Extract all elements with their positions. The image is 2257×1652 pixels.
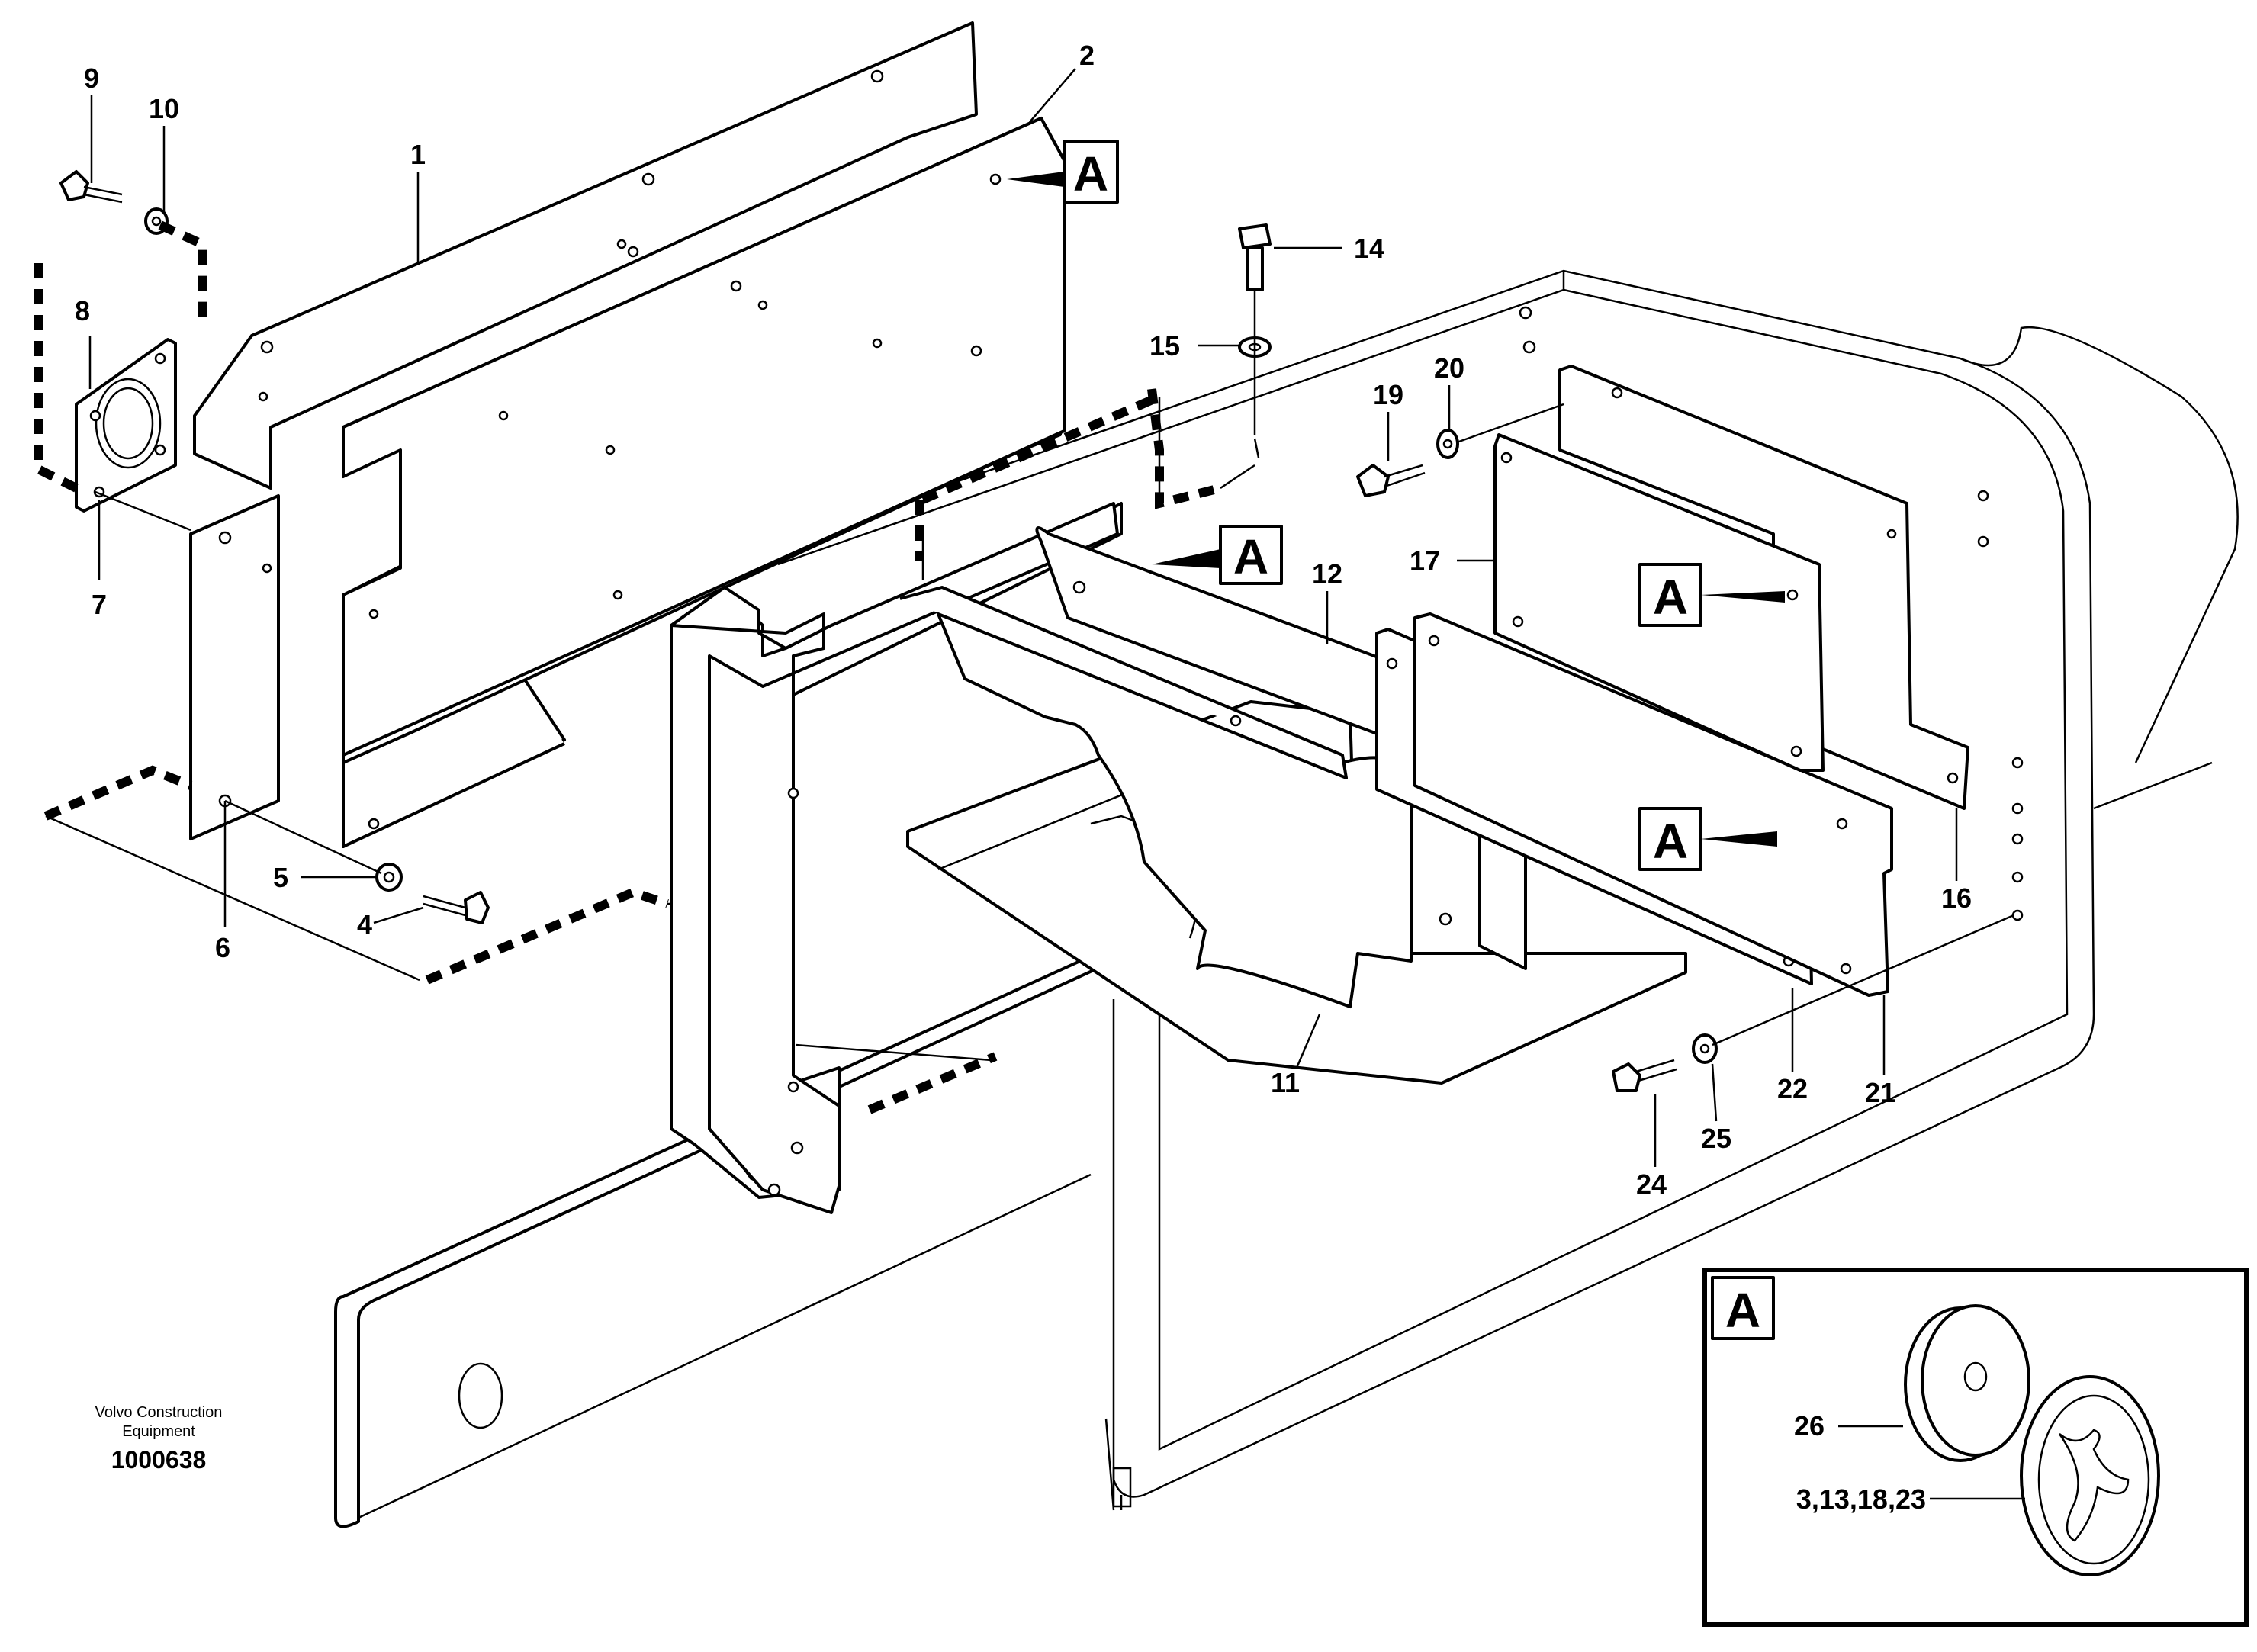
document-number: 1000638 [111, 1446, 207, 1474]
callout-3-13-18-23: 3,13,18,23 [1796, 1483, 1926, 1515]
bolt-24 [1612, 1059, 1677, 1092]
callout-19: 19 [1373, 379, 1403, 410]
part-26-cap [1904, 1304, 2030, 1462]
callout-5: 5 [273, 862, 288, 893]
washer-25 [1692, 1033, 1718, 1064]
callout-25: 25 [1701, 1123, 1731, 1154]
detail-marker-a-1: A [1007, 140, 1119, 204]
bolt-19 [1356, 464, 1426, 497]
marker-a-label: A [1653, 570, 1688, 625]
detail-box-title: A [1725, 1283, 1760, 1338]
part-3-plug [2020, 1375, 2160, 1576]
callout-labels: 9 10 1 2 8 7 5 4 6 11 12 14 15 19 20 17 … [75, 40, 1972, 1515]
part-6-lower-plate [189, 494, 280, 840]
callout-7: 7 [92, 589, 107, 620]
part-16-panel [1558, 365, 1969, 810]
callout-4: 4 [357, 909, 372, 940]
callout-9: 9 [84, 63, 99, 94]
washer-20 [1436, 429, 1459, 459]
construction-lines [45, 397, 1260, 982]
detail-marker-a-3: A [1638, 563, 1785, 627]
credit-company-line1: Volvo Construction [95, 1404, 223, 1421]
part-8-flange-plate [75, 338, 177, 513]
callout-22: 22 [1777, 1073, 1808, 1104]
callout-17: 17 [1410, 545, 1440, 577]
callout-24: 24 [1636, 1168, 1667, 1200]
credits: Volvo Construction Equipment 1000638 [95, 1404, 223, 1474]
center-bracket [670, 502, 1123, 1214]
callout-10: 10 [149, 93, 179, 124]
part-1-side-panel [193, 21, 978, 490]
callout-6: 6 [215, 932, 230, 963]
callout-leaders [88, 68, 1958, 1167]
washer-5 [375, 863, 403, 892]
detail-marker-a-2: A [1152, 525, 1283, 585]
bolt-4 [423, 891, 490, 924]
callout-16: 16 [1941, 882, 1972, 914]
callout-11: 11 [1271, 1067, 1300, 1098]
part-21-panel [1413, 612, 1893, 997]
callout-12: 12 [1312, 558, 1342, 590]
callout-2: 2 [1079, 40, 1095, 71]
detail-box-a: A [1702, 1268, 2249, 1627]
bolt-14 [1238, 223, 1272, 291]
credit-company-line2: Equipment [122, 1423, 195, 1440]
marker-a-label: A [1233, 529, 1268, 584]
callout-26: 26 [1794, 1410, 1825, 1441]
callout-15: 15 [1149, 330, 1180, 362]
callout-8: 8 [75, 295, 90, 326]
callout-14: 14 [1354, 233, 1384, 264]
callout-1: 1 [410, 139, 426, 170]
part-2-large-panel [342, 117, 1066, 848]
marker-a-label: A [1073, 146, 1108, 201]
assembly-lines [95, 290, 2014, 1062]
callout-20: 20 [1434, 352, 1464, 384]
callout-21: 21 [1865, 1077, 1895, 1108]
marker-a-label: A [1653, 814, 1688, 869]
bolt-9 [59, 170, 123, 204]
detail-marker-a-4: A [1638, 807, 1777, 871]
